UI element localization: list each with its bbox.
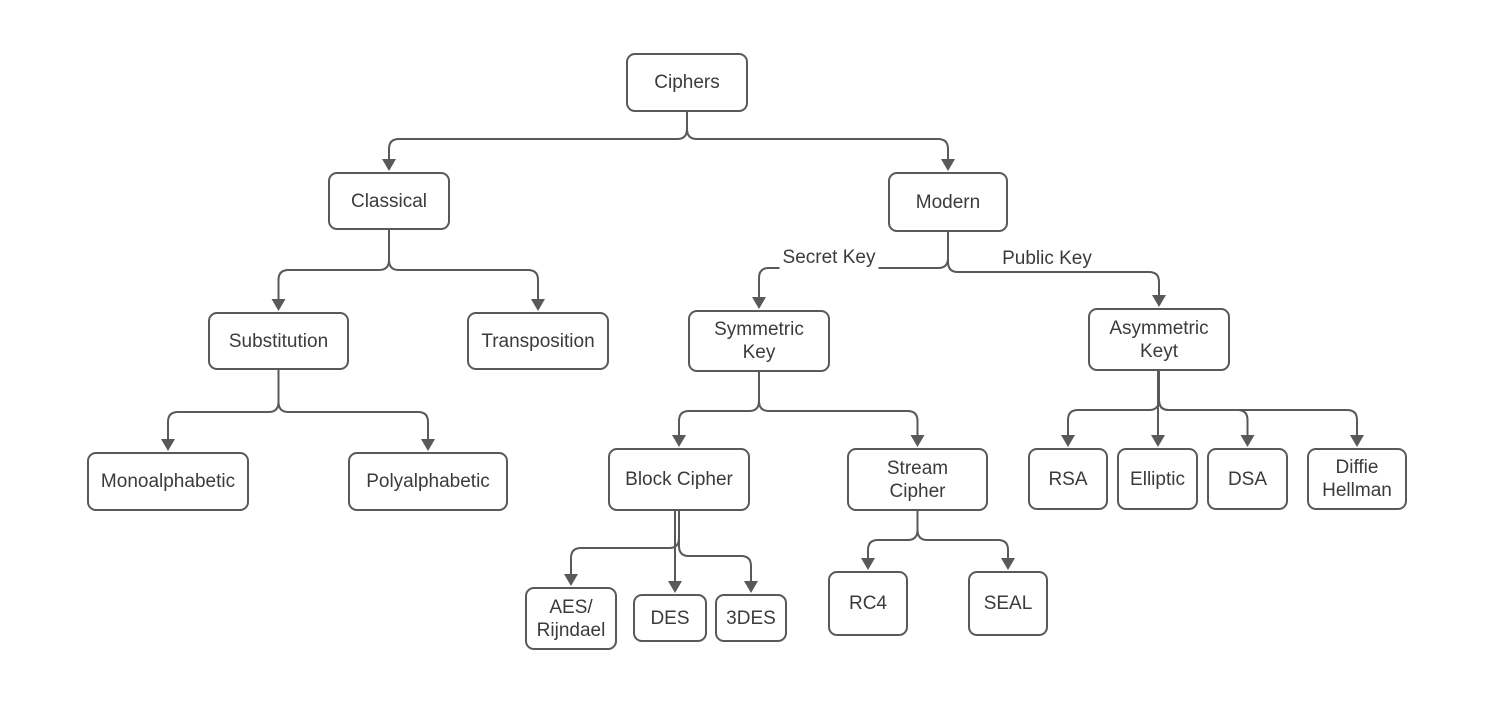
node-label: Asymmetric Keyt (1109, 317, 1209, 362)
node-label: Ciphers (654, 72, 720, 93)
node-label: Substitution (228, 330, 329, 352)
node-rsa: RSA (1028, 448, 1108, 510)
node-block: Block Cipher (608, 448, 750, 511)
node-diffie: Diffie Hellman (1307, 448, 1407, 510)
node-substitution: Substitution (208, 312, 349, 370)
node-monoalphabetic: Monoalphabetic (87, 452, 249, 511)
connector-modern-to-asymmetric (947, 232, 1160, 297)
node-rc4: RC4 (828, 571, 908, 636)
node-symmetric: Symmetric Key (688, 310, 830, 372)
node-label: Block Cipher (625, 469, 733, 490)
node-polyalphabetic: Polyalphabetic (348, 452, 508, 511)
connector-substitution-to-monoalphabetic (167, 370, 280, 441)
arrowhead-icon (1240, 435, 1255, 447)
arrowhead-icon (1151, 435, 1165, 447)
arrowhead-icon (668, 581, 682, 593)
node-label: Elliptic (1130, 468, 1185, 490)
arrowhead-icon (672, 435, 686, 447)
connector-ciphers-to-modern (686, 112, 949, 161)
node-label: Classical (350, 190, 428, 212)
node-label: DSA (1227, 468, 1268, 490)
node-des: DES (633, 594, 707, 642)
arrowhead-icon (1061, 435, 1075, 447)
connector-asymmetric-to-dsa (1158, 371, 1249, 437)
arrowhead-icon (941, 159, 955, 171)
node-label: RC4 (848, 593, 887, 614)
connector-symmetric-to-stream (758, 372, 919, 437)
connector-classical-to-transposition (388, 230, 539, 301)
connector-asymmetric-to-rsa (1067, 371, 1160, 437)
connector-stream-to-rc4 (867, 511, 919, 560)
node-label: DES (650, 607, 690, 629)
connector-substitution-to-polyalphabetic (277, 370, 429, 441)
node-transposition: Transposition (467, 312, 609, 370)
edge-label-modern-asymmetric: Public Key (999, 248, 1095, 270)
arrowhead-icon (421, 439, 435, 451)
connector-stream-to-seal (916, 511, 1009, 560)
arrowhead-icon (910, 435, 925, 447)
arrowhead-icon (744, 581, 758, 593)
node-seal: SEAL (968, 571, 1048, 636)
node-label: SEAL (983, 593, 1033, 614)
connector-block-to-aes (570, 511, 680, 576)
node-label: 3DES (726, 607, 776, 629)
node-dsa: DSA (1207, 448, 1288, 510)
node-aes: AES/ Rijndael (525, 587, 617, 650)
node-label: Monoalphabetic (100, 471, 236, 492)
arrowhead-icon (1152, 295, 1166, 307)
arrowhead-icon (382, 159, 396, 171)
arrowhead-icon (752, 297, 766, 309)
node-label: Modern (915, 191, 981, 213)
edge-label-modern-symmetric: Secret Key (779, 247, 879, 269)
node-modern: Modern (888, 172, 1008, 232)
connector-ciphers-to-classical (388, 112, 688, 161)
connector-symmetric-to-block (678, 372, 760, 437)
node-label: Transposition (481, 330, 595, 352)
node-asymmetric: Asymmetric Keyt (1088, 308, 1230, 371)
connector-asymmetric-to-diffie (1158, 371, 1358, 437)
node-classical: Classical (328, 172, 450, 230)
node-elliptic: Elliptic (1117, 448, 1198, 510)
node-label: RSA (1048, 468, 1088, 490)
connector-block-to-tdes (678, 511, 752, 583)
node-label: Diffie Hellman (1322, 457, 1392, 501)
arrowhead-icon (161, 439, 175, 451)
arrowhead-icon (861, 558, 875, 570)
arrowhead-icon (1350, 435, 1364, 447)
node-label: Polyalphabetic (366, 471, 490, 492)
node-ciphers: Ciphers (626, 53, 748, 112)
arrowhead-icon (531, 299, 545, 311)
arrowhead-icon (1001, 558, 1015, 570)
node-label: Symmetric Key (714, 319, 804, 363)
node-label: AES/ Rijndael (536, 596, 606, 641)
node-tdes: 3DES (715, 594, 787, 642)
connector-classical-to-substitution (277, 230, 390, 301)
arrowhead-icon (564, 574, 578, 586)
node-label: Stream Cipher (886, 457, 949, 502)
arrowhead-icon (271, 299, 286, 311)
node-stream: Stream Cipher (847, 448, 988, 511)
